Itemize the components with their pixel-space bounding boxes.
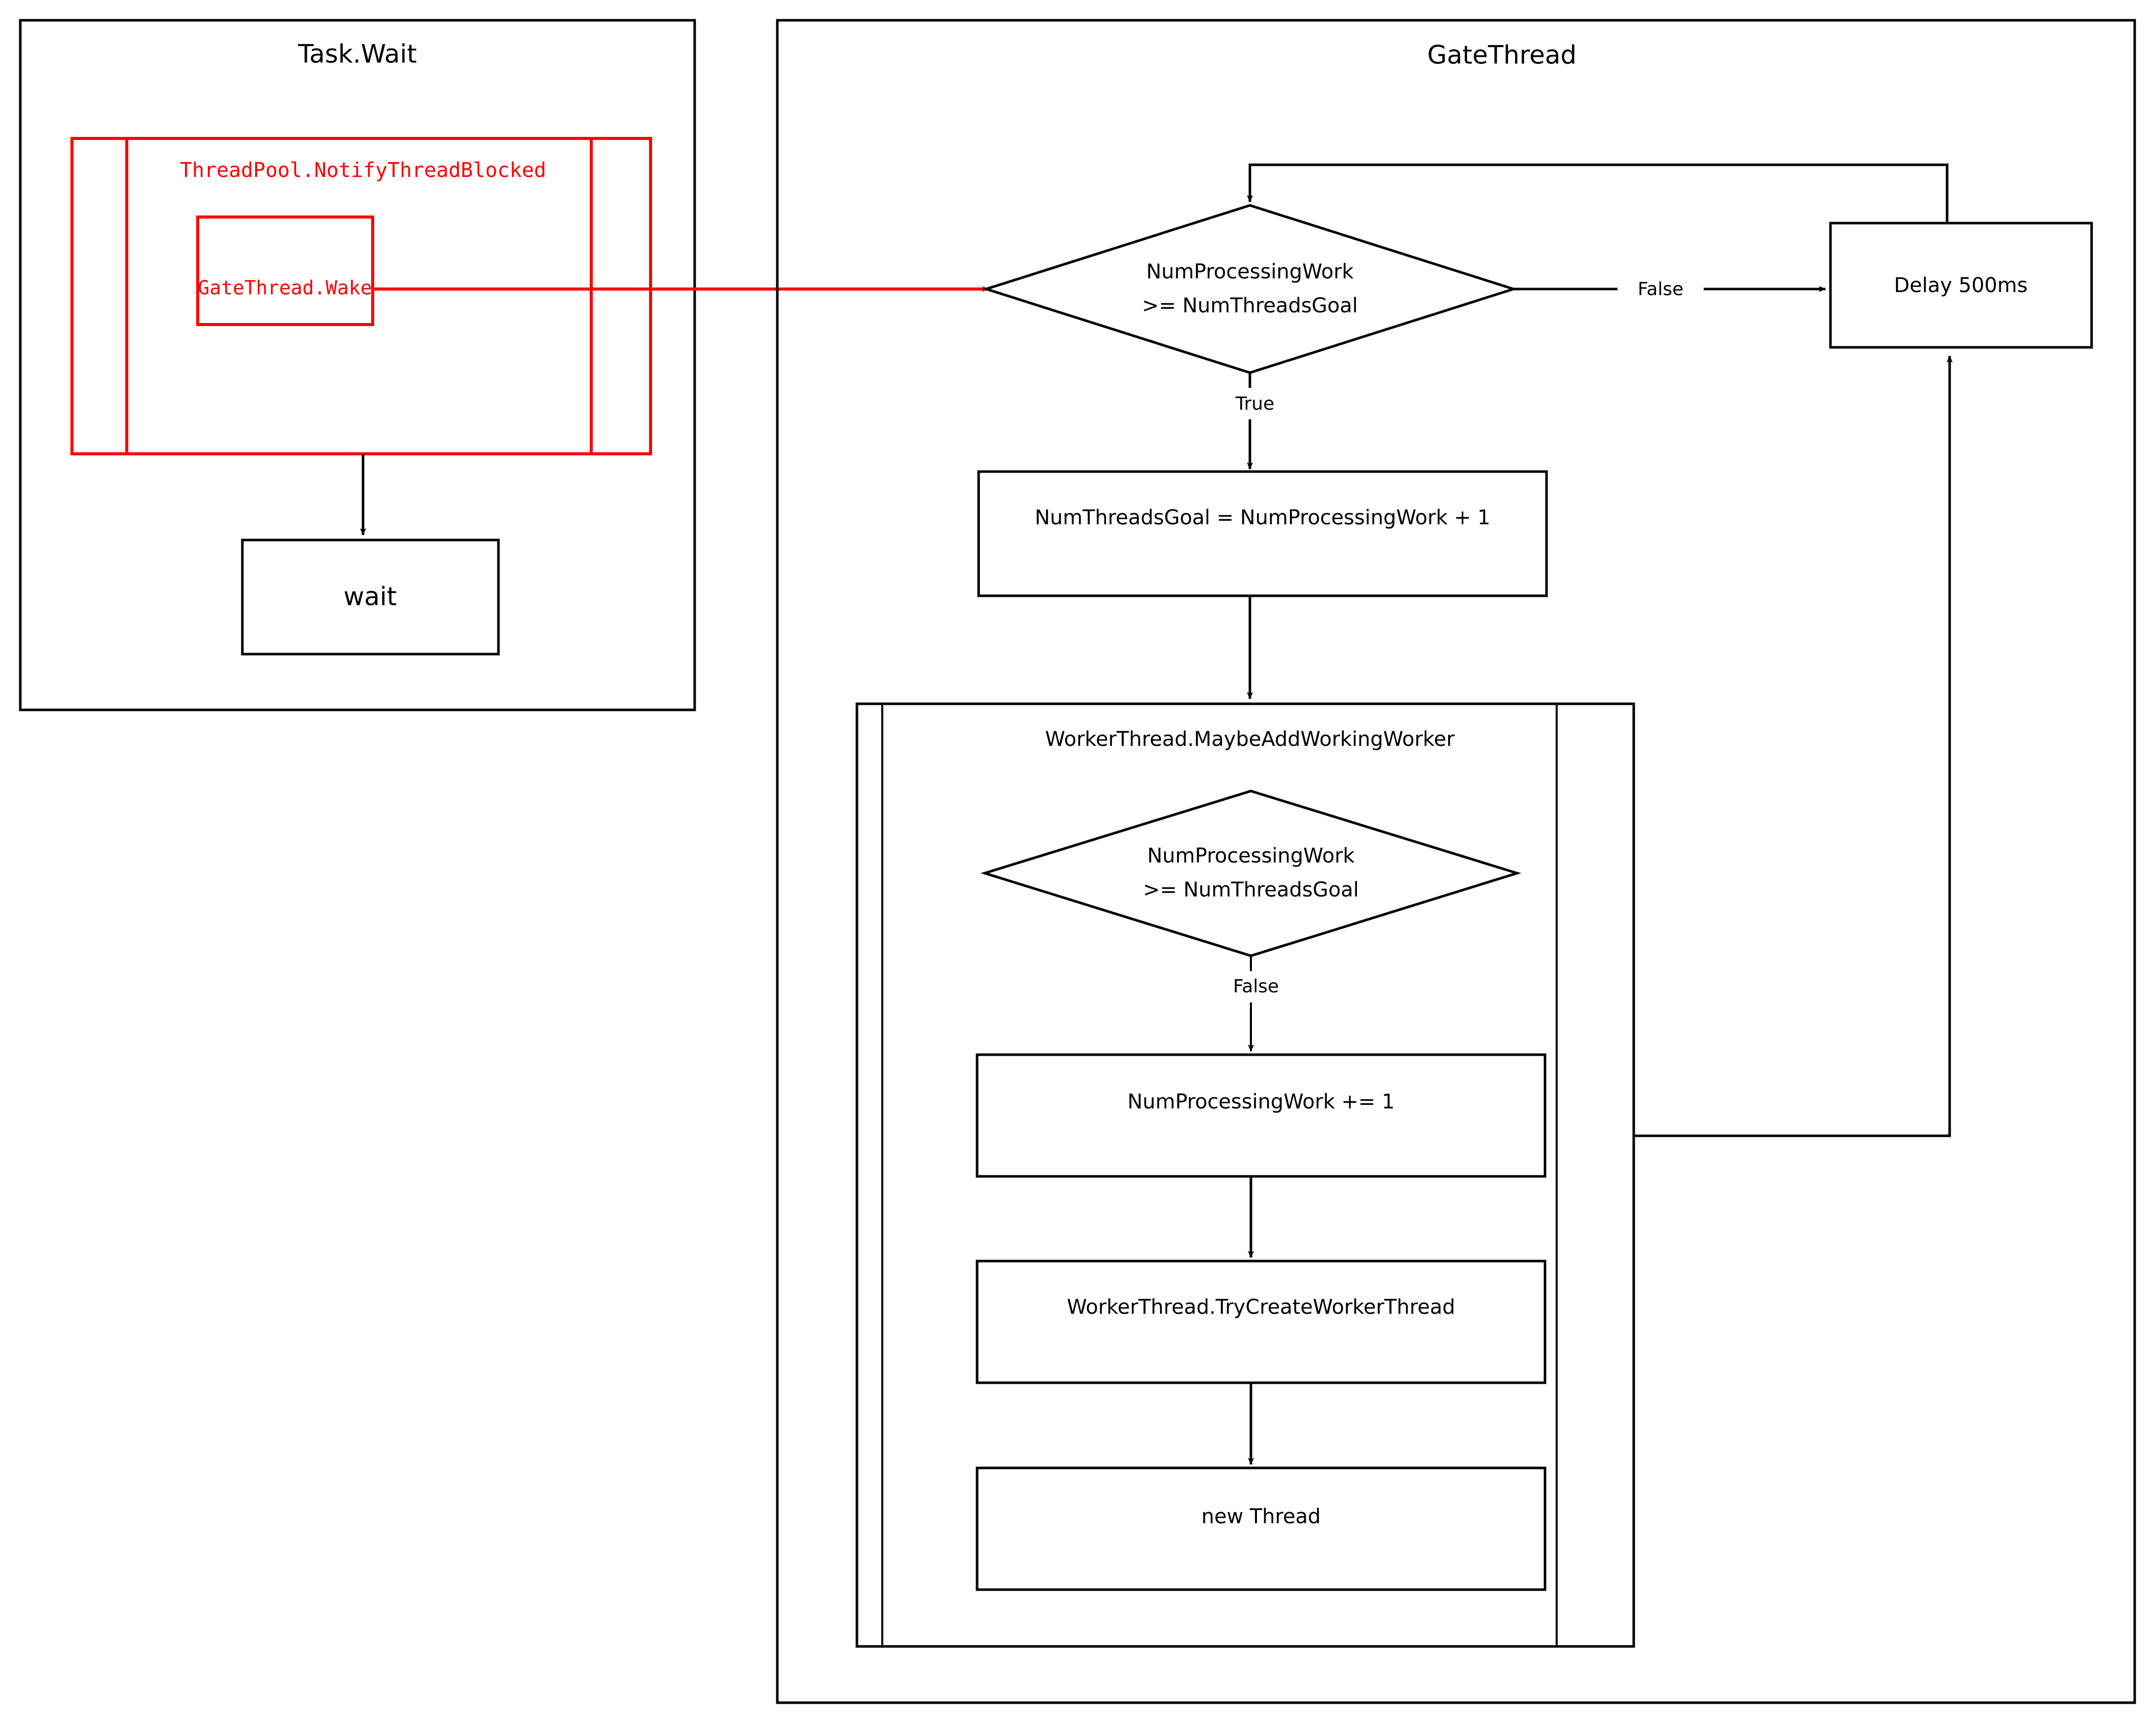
false-label-top-backdrop	[1618, 274, 1704, 305]
gatethread-panel: GateThread NumProcessingWork >= NumThrea…	[776, 19, 2136, 1704]
try-create-worker-thread-border	[976, 1260, 1547, 1384]
wait-box-border	[241, 538, 500, 656]
assign-numthreadsgoal-label: NumThreadsGoal = NumProcessingWork + 1	[1035, 506, 1491, 529]
new-thread-box[interactable]: new Thread	[976, 1466, 1547, 1591]
notify-thread-blocked-group[interactable]: ThreadPool.NotifyThreadBlocked GateThrea…	[70, 137, 652, 455]
edge-maybe-add-back-to-delay	[1634, 355, 1953, 1137]
assign-numthreadsgoal-border	[977, 470, 1548, 597]
wait-box[interactable]: wait	[241, 538, 500, 656]
decision-top-false-label: False	[1638, 279, 1683, 300]
notify-thread-blocked-label: ThreadPool.NotifyThreadBlocked	[180, 159, 546, 182]
true-label-backdrop	[1217, 388, 1298, 419]
notify-thread-blocked-outer-border	[70, 137, 652, 455]
decision-top-line1: NumProcessingWork	[1146, 260, 1354, 283]
decision-numprocessingwork-vs-numthreadsgoal-inner[interactable]: NumProcessingWork >= NumThreadsGoal	[980, 789, 1522, 957]
decision-inner-false-label: False	[1233, 976, 1279, 997]
gatethread-panel-border	[776, 19, 2136, 1704]
try-create-worker-thread-box[interactable]: WorkerThread.TryCreateWorkerThread	[976, 1260, 1547, 1384]
task-wait-panel-title: Task.Wait	[298, 40, 417, 69]
task-wait-panel-border	[19, 19, 696, 711]
increment-numprocessingwork-box[interactable]: NumProcessingWork += 1	[976, 1053, 1547, 1178]
gatethread-wake-border	[196, 216, 374, 326]
delay-500ms-border	[1829, 222, 2093, 349]
assign-numthreadsgoal-box[interactable]: NumThreadsGoal = NumProcessingWork + 1	[977, 470, 1548, 597]
decision-inner-line2: >= NumThreadsGoal	[1143, 878, 1359, 902]
new-thread-label: new Thread	[1201, 1505, 1320, 1528]
maybe-add-working-worker-title: WorkerThread.MaybeAddWorkingWorker	[1045, 728, 1455, 751]
decision-top-true-label: True	[1235, 393, 1274, 414]
wait-box-label: wait	[343, 582, 397, 612]
delay-500ms-box[interactable]: Delay 500ms	[1829, 222, 2093, 349]
maybe-add-working-worker-outer-border	[855, 702, 1635, 1648]
decision-inner-line1: NumProcessingWork	[1147, 844, 1355, 868]
false-label-inner-backdrop	[1217, 971, 1301, 1002]
try-create-worker-thread-label: WorkerThread.TryCreateWorkerThread	[1067, 1296, 1455, 1319]
edge-delay-to-decision-loop	[1247, 163, 1949, 223]
delay-500ms-label: Delay 500ms	[1894, 274, 2028, 297]
gatethread-wake-box[interactable]: GateThread.Wake	[196, 216, 374, 326]
gatethread-wake-label: GateThread.Wake	[198, 277, 372, 299]
decision-top-line2: >= NumThreadsGoal	[1142, 294, 1358, 317]
new-thread-border	[976, 1466, 1547, 1591]
task-wait-panel: Task.Wait ThreadPool.NotifyThreadBlocked…	[19, 19, 989, 711]
increment-numprocessingwork-border	[976, 1053, 1547, 1178]
maybe-add-working-worker-group[interactable]: WorkerThread.MaybeAddWorkingWorker NumPr…	[855, 702, 1635, 1648]
increment-numprocessingwork-label: NumProcessingWork += 1	[1127, 1090, 1394, 1114]
gatethread-panel-title: GateThread	[1427, 41, 1577, 70]
